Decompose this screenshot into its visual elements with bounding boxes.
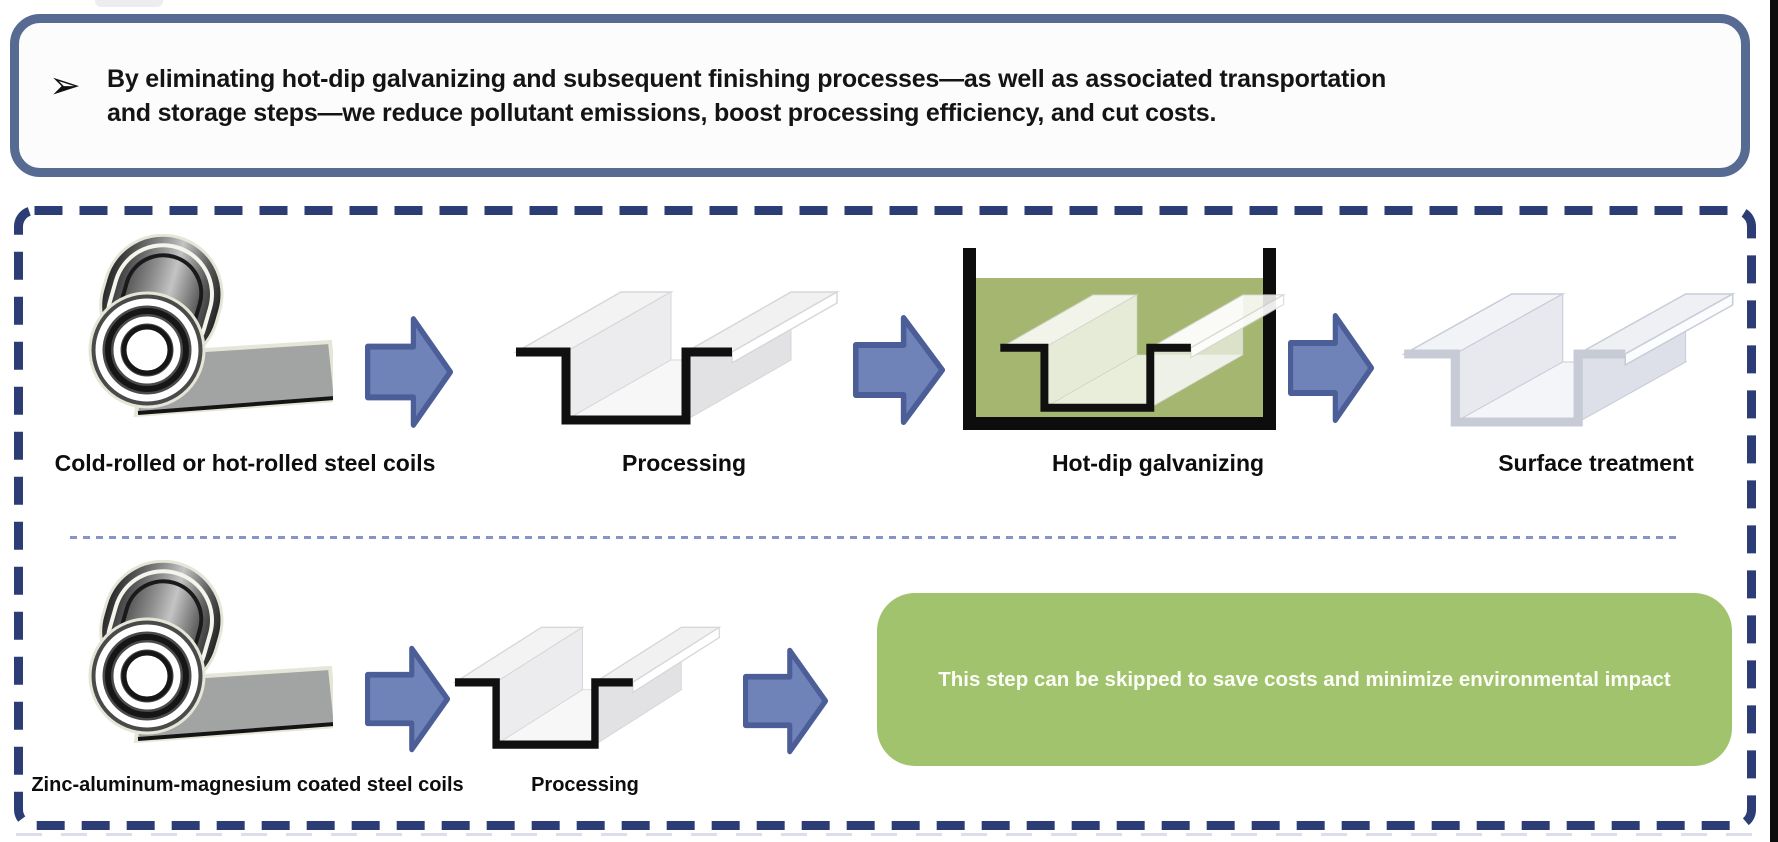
galvanizing-tank-icon [963, 248, 1284, 430]
skip-step-note: This step can be skipped to save costs a… [877, 593, 1732, 766]
steel-coil-icon [68, 560, 333, 755]
step-label-coils: Cold-rolled or hot-rolled steel coils [54, 450, 436, 476]
skip-step-note-text: This step can be skipped to save costs a… [938, 667, 1671, 691]
cropped-element-fragment [95, 0, 163, 7]
bullet-arrow-icon: ➢ [49, 65, 81, 107]
flow-arrow-icon [743, 638, 828, 764]
header-text-block: By eliminating hot-dip galvanizing and s… [107, 23, 1386, 168]
row-divider [70, 536, 1680, 539]
coated-channel-profile-icon [1398, 262, 1746, 442]
header-line-2: and storage steps—we reduce pollutant em… [107, 98, 1217, 127]
step-label-galvanizing: Hot-dip galvanizing [1051, 450, 1265, 476]
step-label-processing-2: Processing [531, 774, 639, 796]
steel-coil-icon [68, 234, 333, 429]
channel-profile-icon [510, 260, 850, 440]
header-callout-box: ➢ By eliminating hot-dip galvanizing and… [10, 14, 1750, 177]
cropped-dashed-border-ghost [16, 833, 1766, 836]
flow-arrow-icon [365, 306, 453, 438]
step-label-zam-coils: Zinc-aluminum-magnesium coated steel coi… [31, 774, 464, 796]
step-label-surface-treatment: Surface treatment [1498, 450, 1694, 476]
header-line-1: By eliminating hot-dip galvanizing and s… [107, 64, 1387, 93]
flow-arrow-icon [1288, 303, 1374, 433]
flow-arrow-icon [853, 305, 945, 435]
step-label-processing: Processing [622, 450, 746, 476]
flow-arrow-icon [365, 636, 450, 762]
screenshot-edge-artifact [1770, 0, 1778, 842]
channel-profile-icon [450, 598, 730, 763]
